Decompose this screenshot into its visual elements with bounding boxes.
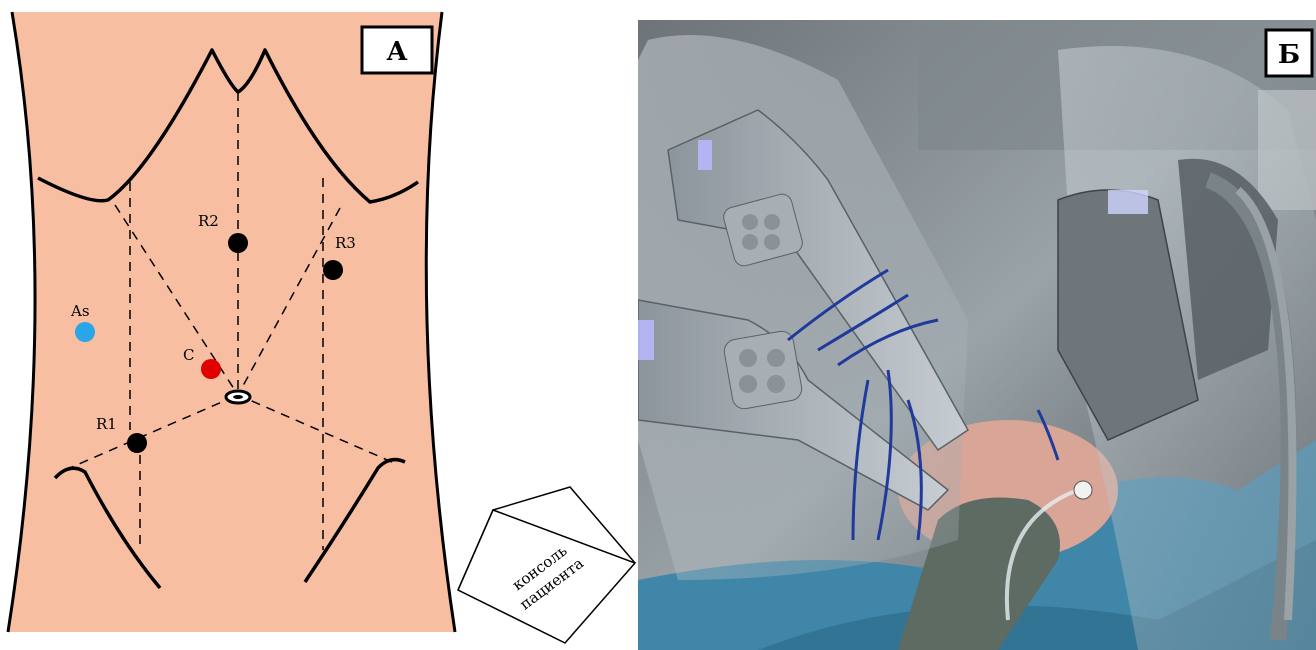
port-r2-dot [228, 233, 248, 253]
port-as-label: As [70, 302, 90, 320]
port-r1-label: R1 [96, 415, 117, 433]
torso-silhouette [8, 12, 455, 632]
patient-console-icon: консоль пациента [458, 487, 635, 643]
port-placement-diagram: R2 R3 R1 C As А консоль пациента [0, 0, 640, 650]
port-r2-label: R2 [198, 212, 219, 230]
panel-a-label: А [386, 37, 407, 67]
panel-b-label: Б [1278, 40, 1300, 70]
port-r1-dot [127, 433, 147, 453]
port-c-dot [201, 359, 221, 379]
port-c-label: C [183, 346, 194, 364]
robot-docking-photo: Б [638, 20, 1316, 650]
port-r3-label: R3 [335, 234, 356, 252]
umbilicus-marker [226, 391, 250, 403]
port-cap [1074, 481, 1092, 499]
port-r3-dot [323, 260, 343, 280]
port-as-dot [75, 322, 95, 342]
